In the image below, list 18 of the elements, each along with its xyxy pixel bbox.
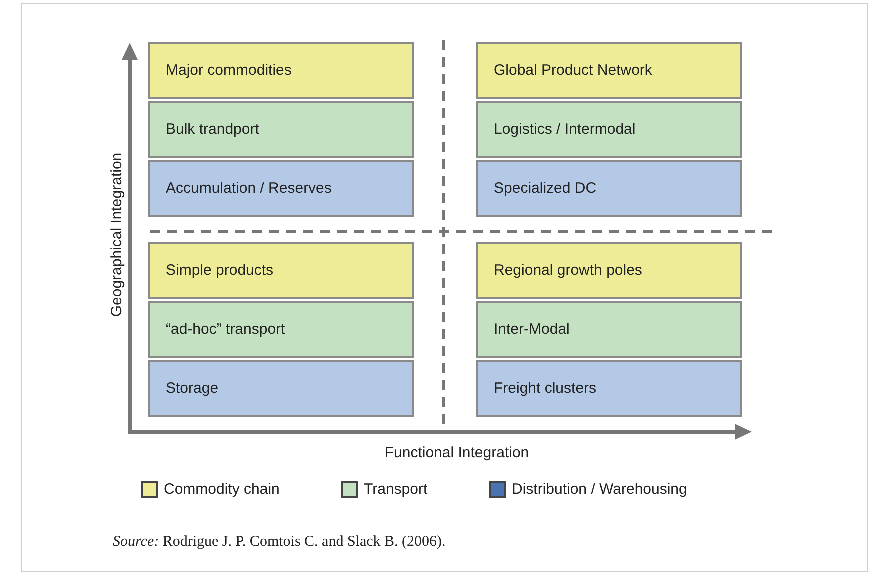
- legend-label: Transport: [364, 481, 428, 498]
- legend-label: Distribution / Warehousing: [512, 481, 688, 498]
- category-box: “ad-hoc” transport: [148, 301, 414, 358]
- category-box: Global Product Network: [476, 42, 742, 99]
- category-box: Freight clusters: [476, 360, 742, 417]
- category-box: Specialized DC: [476, 160, 742, 217]
- category-box: Regional growth poles: [476, 242, 742, 299]
- category-box: Inter-Modal: [476, 301, 742, 358]
- category-box: Logistics / Intermodal: [476, 101, 742, 158]
- source-caption: Source: Rodrigue J. P. Comtois C. and Slack B. (2006).: [113, 534, 446, 551]
- axis-title: Functional Integration: [384, 444, 530, 462]
- axis-title: Geographical Integration: [108, 152, 126, 318]
- category-box: Accumulation / Reserves: [148, 160, 414, 217]
- category-box: Storage: [148, 360, 414, 417]
- category-box: Simple products: [148, 242, 414, 299]
- category-box: Major commodities: [148, 42, 414, 99]
- legend-label: Commodity chain: [164, 481, 280, 498]
- category-box: Bulk trandport: [148, 101, 414, 158]
